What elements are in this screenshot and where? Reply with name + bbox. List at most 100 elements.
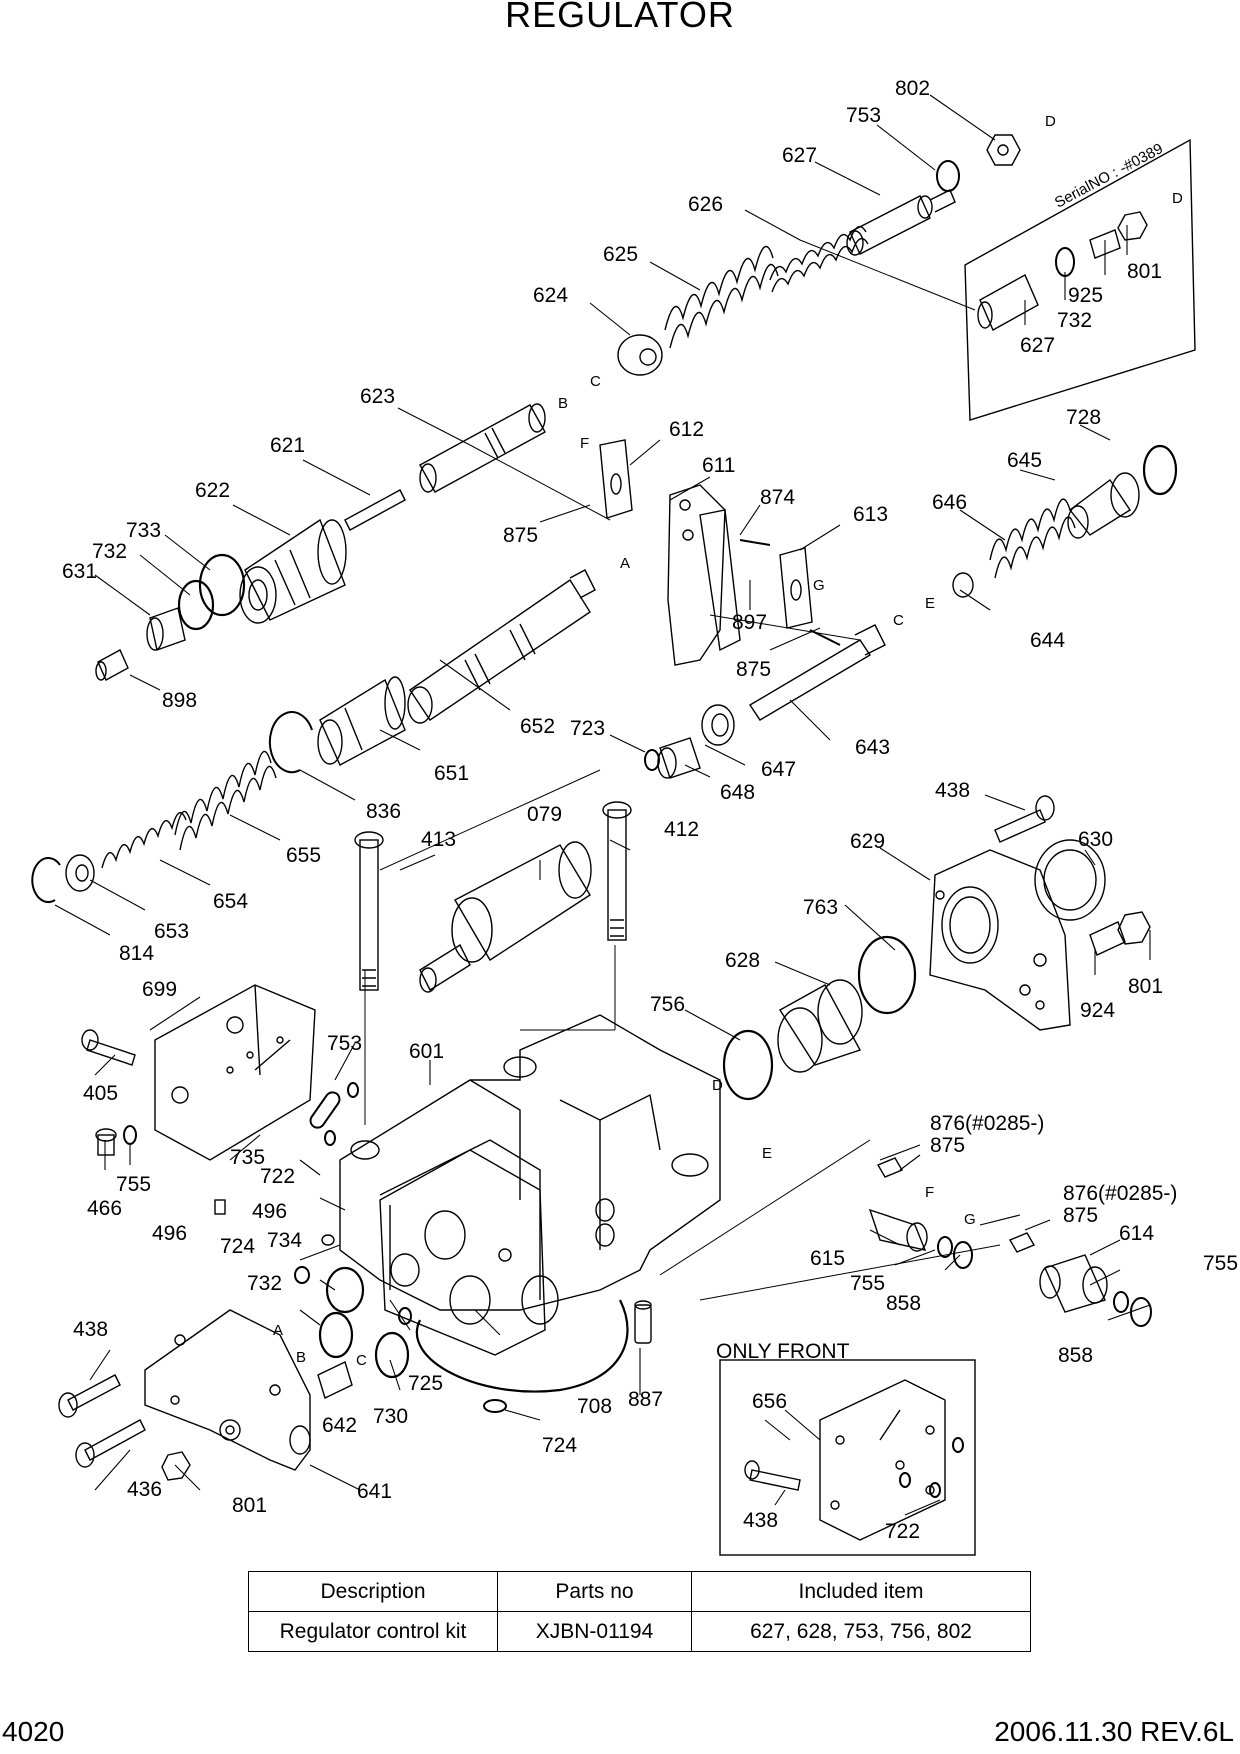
spring-654 — [101, 811, 187, 869]
conn-letter-d3: D — [712, 1077, 723, 1094]
o-ring-755-b — [937, 1236, 953, 1258]
conn-letter-g1: G — [813, 577, 825, 594]
part-label-725: 725 — [408, 1372, 443, 1395]
part-label-654: 654 — [213, 890, 248, 913]
part-label-876-a: 876(#0285-) — [930, 1112, 1044, 1135]
part-label-436: 436 — [127, 1478, 162, 1501]
sleeve-651 — [317, 676, 406, 766]
part-label-708: 708 — [577, 1395, 612, 1418]
part-label-647: 647 — [761, 758, 796, 781]
part-label-802: 802 — [895, 77, 930, 100]
part-label-875: 875 — [930, 1134, 965, 1157]
conn-letter-e2: E — [762, 1145, 772, 1162]
body-601 — [339, 1014, 721, 1311]
part-label-630: 630 — [1078, 828, 1113, 851]
sleeve-622 — [239, 518, 347, 624]
part-label-723: 723 — [570, 717, 605, 740]
pin-621 — [344, 489, 406, 531]
part-label-753: 753 — [327, 1032, 362, 1055]
part-label-648: 648 — [720, 781, 755, 804]
conn-letter-c2: C — [893, 612, 904, 629]
conn-letter-d2: D — [1172, 190, 1183, 207]
part-label-626: 626 — [688, 193, 723, 216]
part-label-722: 722 — [260, 1165, 295, 1188]
part-label-641: 641 — [357, 1480, 392, 1503]
part-label-755: 755 — [1203, 1252, 1238, 1275]
bolt-405 — [81, 1029, 136, 1066]
part-label-496: 496 — [152, 1222, 187, 1245]
o-ring-725 — [398, 1307, 412, 1325]
part-label-615: 615 — [810, 1247, 845, 1270]
plate-656 — [819, 1379, 946, 1541]
o-ring-734 — [325, 1266, 365, 1314]
part-label-897: 897 — [732, 611, 767, 634]
part-label-756: 756 — [650, 993, 685, 1016]
part-label-887: 887 — [628, 1388, 663, 1411]
kit-table-header-row: Description Parts no Included item — [248, 1571, 1031, 1612]
snap-ring-858-a — [953, 1241, 973, 1269]
o-ring-755 — [123, 1125, 137, 1145]
part-label-644: 644 — [1030, 629, 1065, 652]
part-label-614: 614 — [1119, 1222, 1154, 1245]
lever-612 — [599, 439, 633, 519]
part-label-438: 438 — [73, 1318, 108, 1341]
part-label-755: 755 — [850, 1272, 885, 1295]
pin-876-b — [1008, 1232, 1036, 1253]
conn-letter-g2: G — [964, 1211, 976, 1228]
part-label-735: 735 — [230, 1146, 265, 1169]
conn-letter-b1: B — [558, 395, 568, 412]
part-label-925: 925 — [1068, 284, 1103, 307]
screw-925 — [1089, 229, 1121, 259]
part-label-438: 438 — [935, 779, 970, 802]
serial-inset-box — [964, 138, 1196, 421]
part-label-699: 699 — [142, 978, 177, 1001]
part-label-643: 643 — [855, 736, 890, 759]
conn-letter-f2: F — [925, 1184, 934, 1201]
only-front-label: ONLY FRONT — [716, 1340, 850, 1363]
part-label-753: 753 — [846, 104, 881, 127]
kit-table: Description Parts no Included item Regul… — [248, 1571, 1031, 1652]
part-label-079: 079 — [527, 803, 562, 826]
o-ring-733 — [198, 553, 246, 617]
nut-802 — [986, 134, 1021, 166]
nut-801-inset — [1117, 211, 1148, 241]
conn-letter-c1: C — [590, 373, 601, 390]
o-ring-732 — [177, 579, 215, 631]
plug-615 — [868, 1208, 928, 1252]
screw-642 — [317, 1361, 353, 1399]
part-label-627: 627 — [782, 144, 817, 167]
part-label-732: 732 — [1057, 309, 1092, 332]
part-label-412: 412 — [664, 818, 699, 841]
part-label-734: 734 — [267, 1229, 302, 1252]
part-label-405: 405 — [83, 1082, 118, 1105]
pin-874 — [739, 539, 771, 546]
part-label-646: 646 — [932, 491, 967, 514]
part-label-631: 631 — [62, 560, 97, 583]
part-labels: 802 753 627 626 625 624 623 621 622 733 … — [62, 77, 1238, 1543]
kit-table-cell: 627, 628, 753, 756, 802 — [691, 1611, 1031, 1652]
solenoid-079 — [419, 841, 592, 993]
cover-629 — [929, 849, 1071, 1031]
seat-644 — [952, 572, 974, 598]
nut-630 — [1034, 839, 1106, 921]
part-label-898: 898 — [162, 689, 197, 712]
kit-table-cell: Regulator control kit — [248, 1611, 498, 1652]
part-label-466: 466 — [87, 1197, 122, 1220]
kit-table-row: Regulator control kit XJBN-01194 627, 62… — [248, 1611, 1031, 1652]
part-label-733: 733 — [126, 519, 161, 542]
part-label-622: 622 — [195, 479, 230, 502]
lever-613 — [779, 547, 813, 629]
part-label-728: 728 — [1066, 406, 1101, 429]
kit-table-cell: XJBN-01194 — [497, 1611, 692, 1652]
part-label-628: 628 — [725, 949, 760, 972]
o-ring-756 — [722, 1029, 774, 1101]
spring-625 — [664, 245, 779, 349]
part-label-621: 621 — [270, 434, 305, 457]
pin-496 — [214, 1199, 226, 1215]
rod-643 — [749, 624, 886, 721]
o-ring-753-c — [347, 1082, 359, 1098]
cover-641 — [144, 1309, 311, 1471]
part-label-627: 627 — [1020, 334, 1055, 357]
bolt-413 — [354, 831, 384, 991]
